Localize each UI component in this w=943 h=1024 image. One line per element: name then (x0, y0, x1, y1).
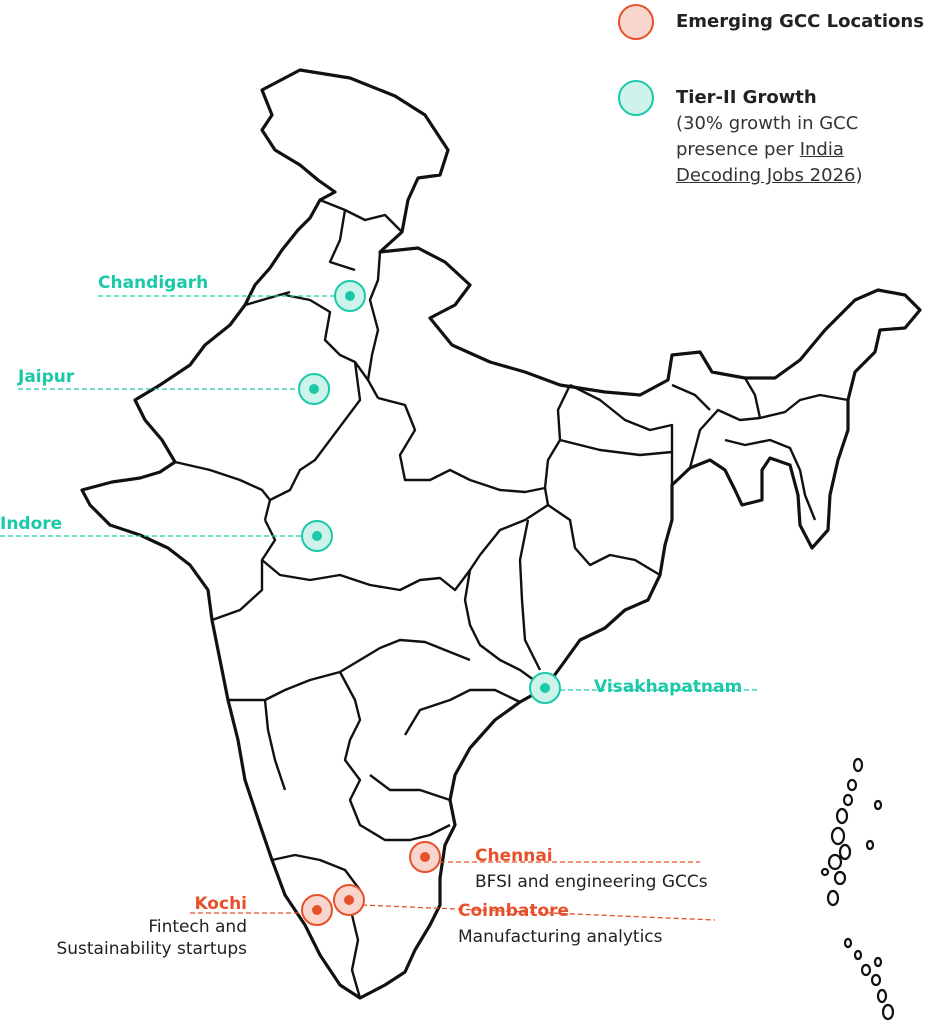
legend-emerging: Emerging GCC Locations (618, 4, 924, 40)
marker-jaipur[interactable] (298, 373, 330, 405)
legend-tier2: Tier-II Growth (30% growth in GCC presen… (618, 80, 863, 189)
legend-source-link[interactable]: India (799, 139, 844, 160)
city-name-chennai: Chennai (475, 846, 553, 866)
label-chennai: Chennai BFSI and engineering GCCs (475, 845, 708, 893)
legend-source-link-cont[interactable]: Decoding Jobs 2026 (676, 165, 856, 186)
label-chandigarh: Chandigarh (98, 272, 208, 294)
label-visakhapatnam: Visakhapatnam (594, 676, 742, 698)
city-desc-coimbatore: Manufacturing analytics (458, 927, 663, 947)
legend-tier2-title: Tier-II Growth (676, 87, 817, 108)
city-name-jaipur: Jaipur (18, 367, 75, 387)
legend-tier2-note-2: presence per India (676, 137, 863, 163)
marker-coimbatore[interactable] (333, 884, 365, 916)
city-desc-chennai: BFSI and engineering GCCs (475, 872, 708, 892)
legend-tier2-note-prefix: presence per (676, 139, 800, 160)
city-name-kochi: Kochi (194, 894, 247, 914)
city-desc-kochi-2: Sustainability startups (56, 939, 247, 959)
legend-tier2-note-1: (30% growth in GCC (676, 113, 859, 134)
city-desc-kochi-1: Fintech and (148, 917, 247, 937)
city-name-chandigarh: Chandigarh (98, 273, 209, 293)
marker-kochi[interactable] (301, 894, 333, 926)
india-outline (80, 68, 922, 1000)
legend-emerging-swatch (618, 4, 654, 40)
marker-chennai[interactable] (409, 841, 441, 873)
label-indore: Indore (0, 513, 62, 535)
leader-lines (0, 295, 760, 921)
state-boundaries (174, 198, 849, 999)
marker-chandigarh[interactable] (334, 280, 366, 312)
label-kochi: Kochi Fintech and Sustainability startup… (56, 893, 247, 960)
marker-visakhapatnam[interactable] (529, 672, 561, 704)
city-name-coimbatore: Coimbatore (458, 901, 570, 921)
legend-tier2-swatch (618, 80, 654, 116)
city-name-visakhapatnam: Visakhapatnam (594, 677, 743, 697)
city-name-indore: Indore (0, 514, 63, 534)
label-coimbatore: Coimbatore Manufacturing analytics (458, 900, 663, 948)
marker-indore[interactable] (301, 520, 333, 552)
legend-tier2-note-suffix: ) (855, 165, 863, 186)
legend-tier2-note-3: Decoding Jobs 2026) (676, 163, 863, 189)
legend-emerging-title: Emerging GCC Locations (676, 11, 924, 32)
label-jaipur: Jaipur (18, 366, 74, 388)
islands (820, 757, 895, 1021)
